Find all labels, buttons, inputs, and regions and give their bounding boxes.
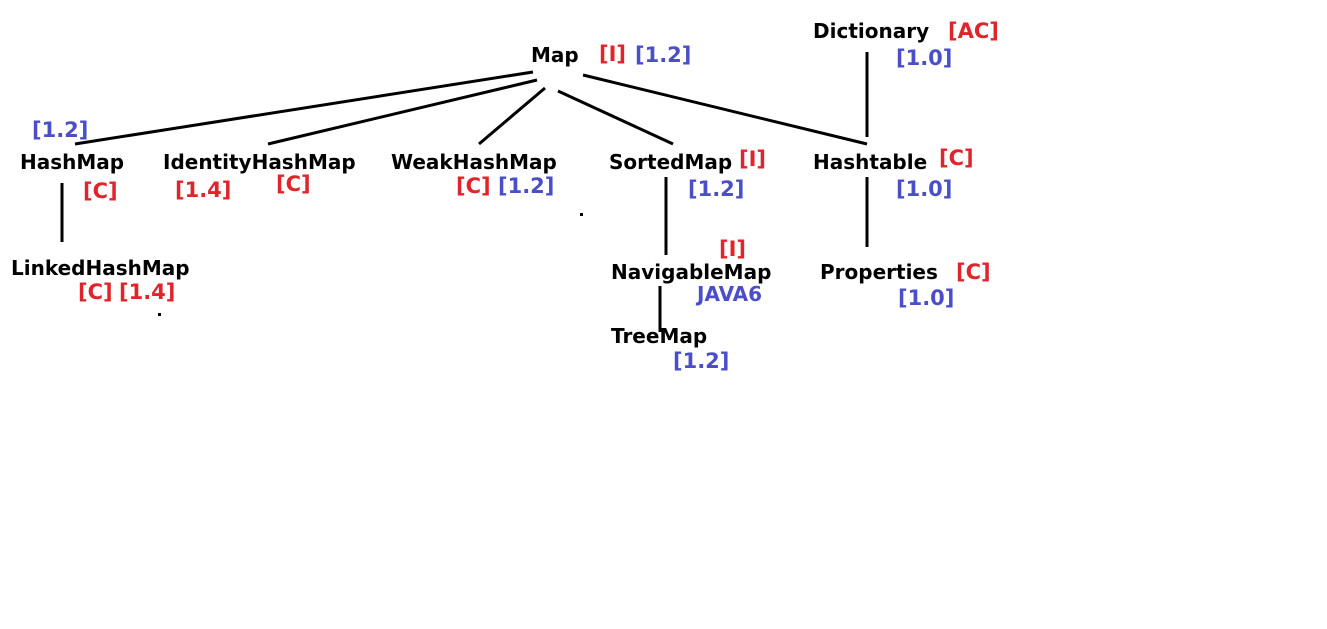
- hashmap-node-version: [1.2]: [32, 118, 89, 142]
- sorted-node-version: [1.2]: [688, 177, 745, 201]
- identity-node-type: [C]: [276, 172, 311, 196]
- map-node-version: [1.2]: [635, 43, 692, 67]
- weak-node-version: [1.2]: [498, 174, 555, 198]
- hashtable-node-version: [1.0]: [896, 177, 953, 201]
- sorted-node-type: [I]: [739, 147, 767, 171]
- hashtable-node-type: [C]: [939, 146, 974, 170]
- linked-node-name: LinkedHashMap: [11, 256, 190, 280]
- hashmap-node-name: HashMap: [20, 150, 125, 174]
- dictionary-node-name: Dictionary: [813, 19, 930, 43]
- hashmap-node-type: [C]: [83, 179, 118, 203]
- stray-dot: [580, 213, 583, 216]
- linked-node-type: [C]: [78, 280, 113, 304]
- properties-node-name: Properties: [820, 260, 938, 284]
- dictionary-node-version: [1.0]: [896, 46, 953, 70]
- navigable-node-version: JAVA6: [697, 282, 763, 306]
- treemap-node-name: TreeMap: [611, 324, 708, 348]
- dictionary-node-type: [AC]: [948, 19, 999, 43]
- map-node-name: Map: [531, 43, 579, 67]
- edge-map-hashtable: [582, 73, 868, 146]
- weak-node-name: WeakHashMap: [391, 150, 557, 174]
- weak-node-type: [C]: [456, 174, 491, 198]
- map-node-type: [I]: [599, 42, 627, 66]
- edge-map-weak: [478, 86, 546, 146]
- edge-map-identity: [267, 78, 538, 146]
- stray-dot: [158, 313, 161, 316]
- linked-node-version: [1.4]: [119, 280, 176, 304]
- properties-node-type: [C]: [956, 260, 991, 284]
- sorted-node-name: SortedMap: [609, 150, 733, 174]
- hashtable-node-name: Hashtable: [813, 150, 928, 174]
- treemap-node-version: [1.2]: [673, 349, 730, 373]
- edge-map-hashmap: [74, 70, 534, 146]
- navigable-node-type: [I]: [719, 237, 747, 261]
- properties-node-version: [1.0]: [898, 286, 955, 310]
- edge-map-sorted: [557, 89, 674, 146]
- navigable-node-name: NavigableMap: [611, 260, 772, 284]
- identity-node-version: [1.4]: [175, 178, 232, 202]
- identity-node-name: IdentityHashMap: [163, 150, 356, 174]
